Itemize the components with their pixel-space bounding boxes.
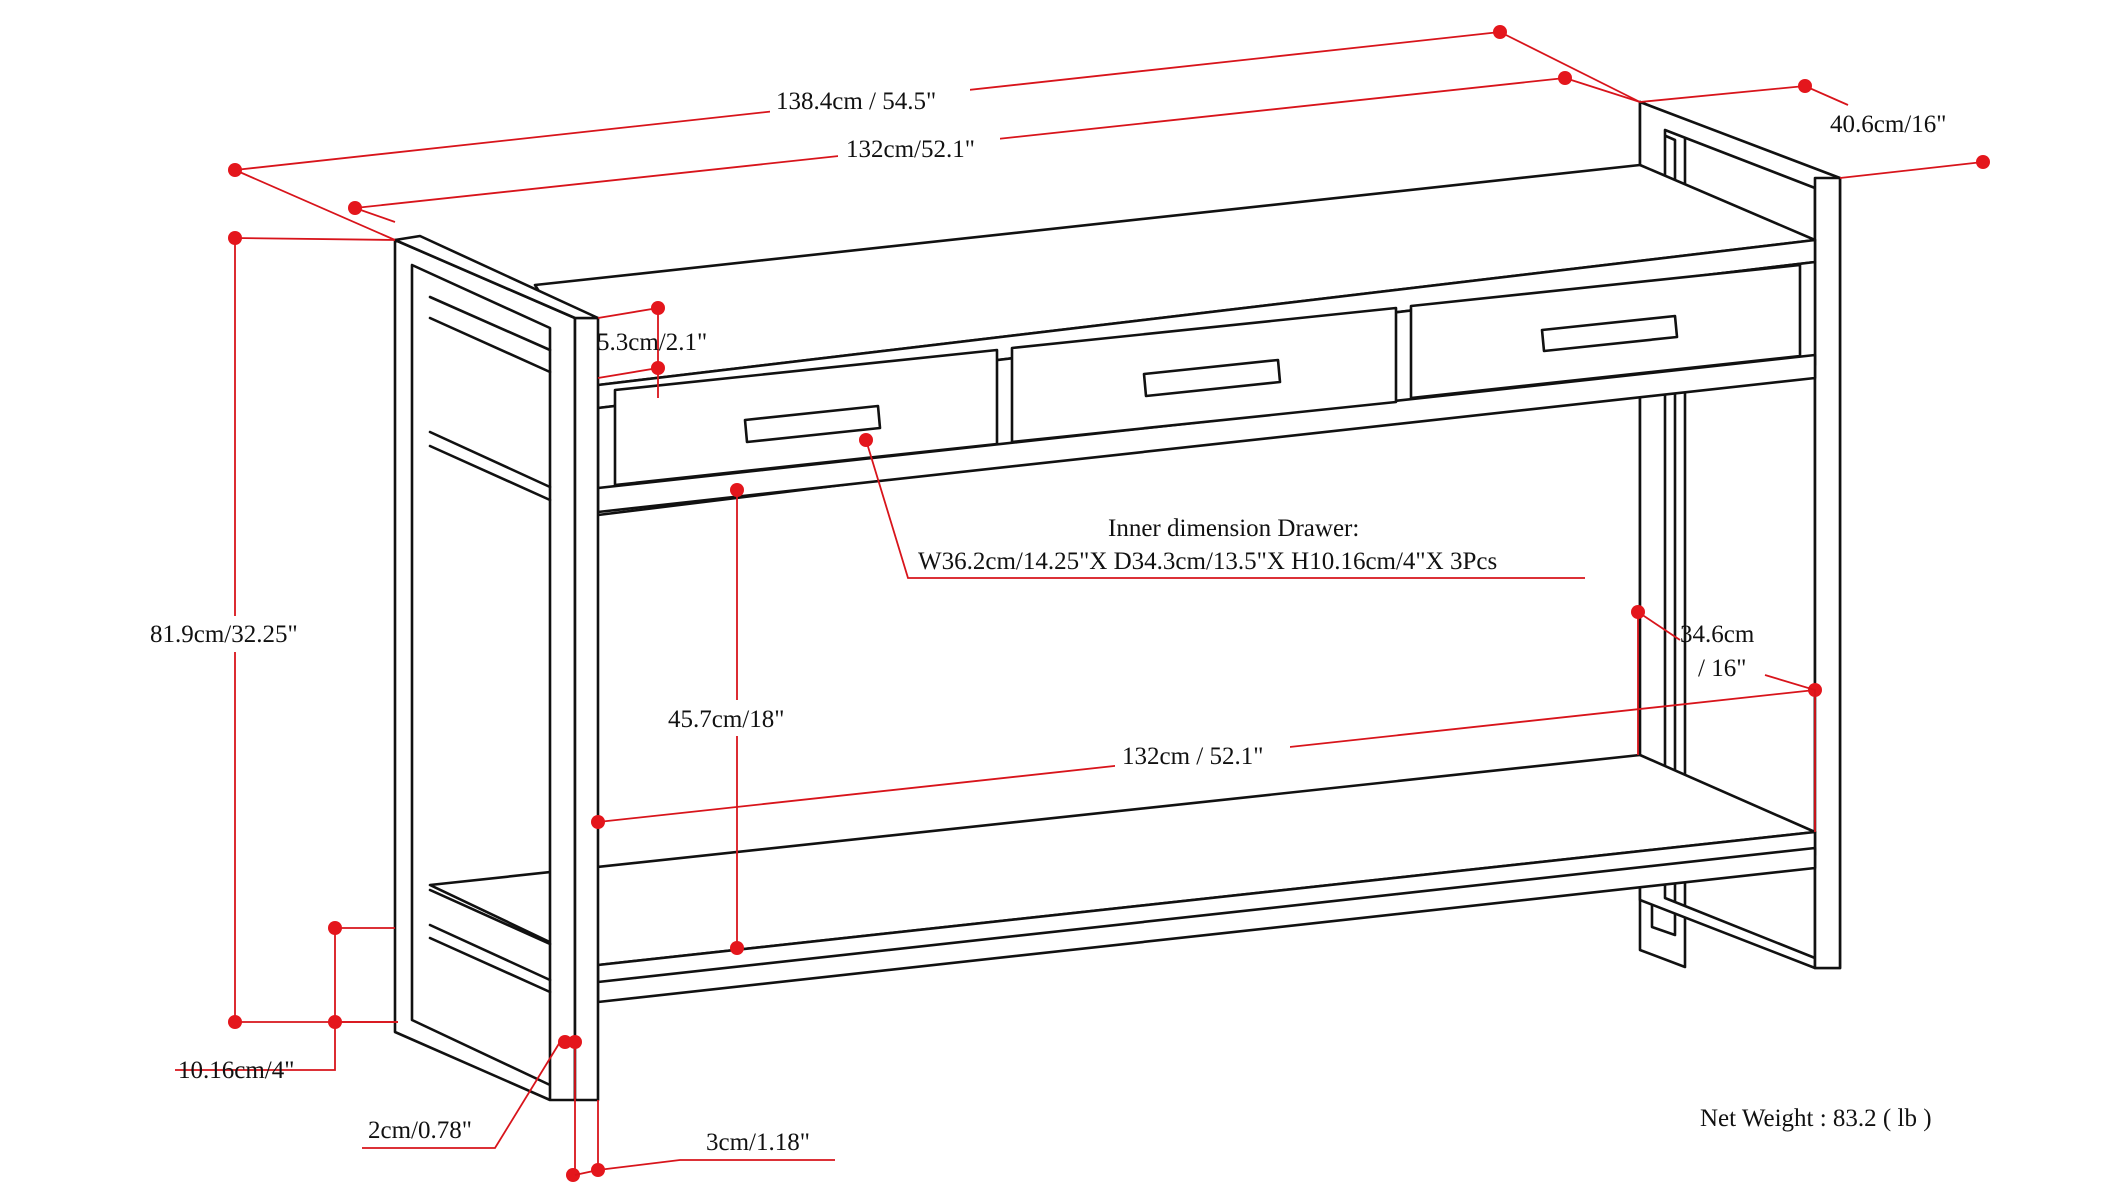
shelf-depth-line xyxy=(1637,611,1816,832)
top-thickness-dot-bottom xyxy=(651,361,665,375)
shelf-depth-label-1: 34.6cm xyxy=(1680,621,1755,648)
overall-width-dot-left xyxy=(228,163,242,177)
left-frame-top-bar xyxy=(428,295,552,352)
depth-dot-right xyxy=(1976,155,1990,169)
inner-width-dot-right xyxy=(1558,71,1572,85)
left-frame-shelf-bar-3 xyxy=(428,936,552,994)
shelf-width-dot-left xyxy=(591,815,605,829)
left-frame-mid-bar-2 xyxy=(428,444,552,502)
leg-inner-dot-bottom xyxy=(566,1168,580,1182)
left-frame-shelf-bar-2 xyxy=(428,923,552,982)
depth-dot-top xyxy=(1798,79,1812,93)
shelf-depth-dot xyxy=(1631,605,1645,619)
console-table-drawing xyxy=(393,100,1842,1102)
leg-outer-dot-top xyxy=(568,1035,582,1049)
leg-inner-dot-top xyxy=(558,1035,572,1049)
height-dot-top xyxy=(228,231,242,245)
bottom-clearance-dot-top xyxy=(328,921,342,935)
height-dot-bottom xyxy=(228,1015,242,1029)
right-side-frame-face xyxy=(1813,176,1842,970)
dimension-lines xyxy=(175,25,1990,1182)
net-weight-label: Net Weight : 83.2 ( lb ) xyxy=(1700,1105,1932,1132)
inner-width-label: 132cm/52.1" xyxy=(846,136,975,163)
shelf-clearance-dot-top xyxy=(730,483,744,497)
drawer-inner-label-1: Inner dimension Drawer: xyxy=(1108,515,1359,542)
overall-width-label-bg xyxy=(770,82,970,116)
leg-inner-label: 2cm/0.78" xyxy=(368,1117,472,1144)
dimension-labels: 138.4cm / 54.5" 132cm/52.1" 40.6cm/16" 8… xyxy=(144,82,1946,1156)
leg-outer-label: 3cm/1.18" xyxy=(706,1129,810,1156)
top-thickness-line xyxy=(597,307,659,398)
left-frame-mid-bar xyxy=(428,430,552,489)
leg-outer-dot-bottom xyxy=(591,1163,605,1177)
left-side-frame-top xyxy=(393,234,600,320)
top-thickness-dot-top xyxy=(651,301,665,315)
overall-width-dot-right xyxy=(1493,25,1507,39)
shelf-width-label: 132cm / 52.1" xyxy=(1122,743,1263,770)
bottom-clearance-dot-bottom xyxy=(328,1015,342,1029)
drawer-leader-dot xyxy=(859,433,873,447)
top-thickness-label: 5.3cm/2.1" xyxy=(597,329,707,356)
depth-label: 40.6cm/16" xyxy=(1830,111,1946,138)
shelf-clearance-label-bg xyxy=(664,700,814,736)
shelf-clearance-label: 45.7cm/18" xyxy=(668,706,784,733)
bottom-clearance-line xyxy=(175,927,398,1071)
drawer-middle-handle xyxy=(1142,358,1282,398)
shelf-depth-label-2: / 16" xyxy=(1698,655,1746,682)
overall-width-label: 138.4cm / 54.5" xyxy=(776,88,936,115)
left-frame-top-bar-2 xyxy=(428,316,552,374)
drawer-inner-label-2: W36.2cm/14.25"X D34.3cm/13.5"X H10.16cm/… xyxy=(918,548,1497,575)
height-label: 81.9cm/32.25" xyxy=(150,621,298,648)
inner-width-dot-left xyxy=(348,201,362,215)
inner-width-label-bg xyxy=(838,130,1000,164)
drawer-right-handle xyxy=(1540,314,1679,353)
bottom-clearance-label: 10.16cm/4" xyxy=(178,1057,294,1084)
left-frame-shelf-bar xyxy=(428,888,552,946)
shelf-clearance-dot-bottom xyxy=(730,941,744,955)
left-side-frame xyxy=(393,238,577,1102)
drawer-leader-line xyxy=(865,439,1585,579)
left-side-frame-face xyxy=(573,316,600,1102)
drawer-left-handle xyxy=(743,404,882,444)
height-label-bg xyxy=(144,616,344,652)
shelf-width-label-bg xyxy=(1115,738,1290,772)
